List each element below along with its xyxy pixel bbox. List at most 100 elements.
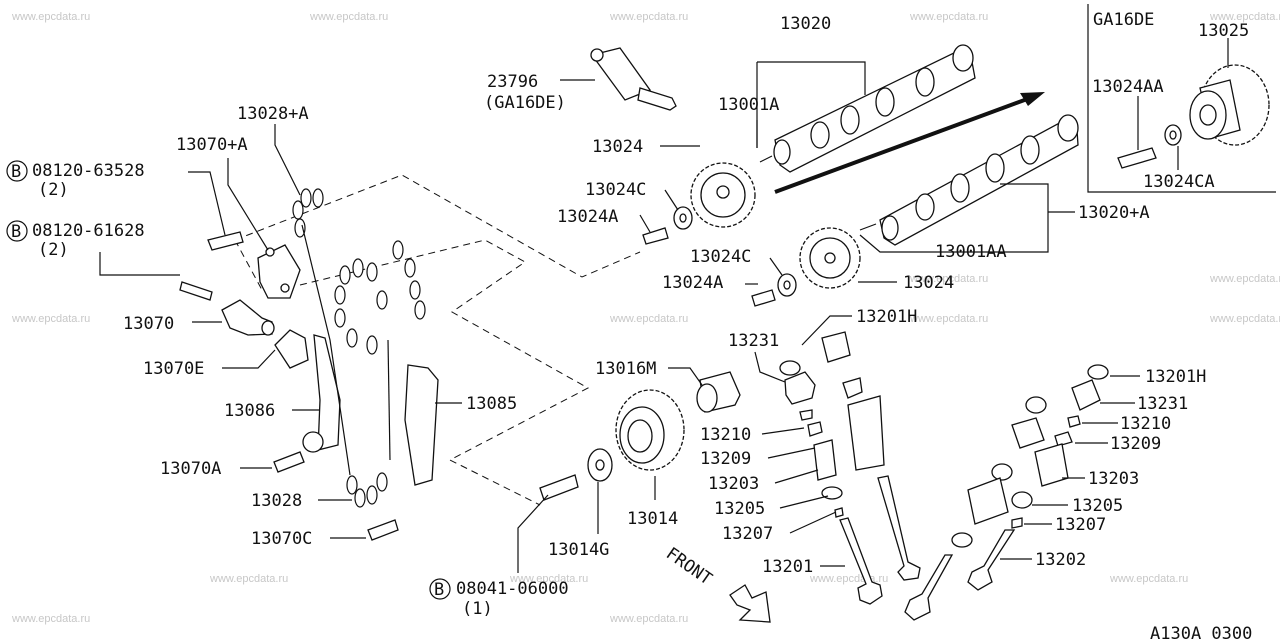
watermark: www.epcdata.ru xyxy=(309,11,388,23)
label-13207-right: 13207 xyxy=(1055,515,1106,535)
label-13014: 13014 xyxy=(627,509,678,529)
bolt-symbol-1-letter: B xyxy=(11,162,21,182)
inset-frame xyxy=(1087,4,1276,193)
label-13020a: 13020+A xyxy=(1078,203,1150,223)
label-13024c-top: 13024C xyxy=(585,180,646,200)
label-13070e: 13070E xyxy=(143,359,204,379)
cam-sprocket-lower xyxy=(799,227,861,289)
label-13207-left: 13207 xyxy=(722,524,773,544)
watermark: www.epcdata.ru xyxy=(909,11,988,23)
watermark: www.epcdata.ru xyxy=(209,573,288,585)
direction-arrowhead xyxy=(1020,92,1045,106)
watermark: www.epcdata.ru xyxy=(1209,11,1280,23)
intake-camshaft xyxy=(859,114,1079,246)
label-bolt-1-number: 08120-63528 xyxy=(32,161,145,181)
label-13209-right: 13209 xyxy=(1110,434,1161,454)
labels: 13020 23796 (GA16DE) 13001A 13028+A 1307… xyxy=(32,10,1252,640)
bolt-13070c xyxy=(367,519,399,541)
label-23796-note: (GA16DE) xyxy=(484,93,566,113)
front-arrow-icon xyxy=(729,584,771,623)
label-13024a-top: 13024A xyxy=(557,207,618,227)
label-13028: 13028 xyxy=(251,491,302,511)
watermark: www.epcdata.ru xyxy=(1209,273,1280,285)
label-13070a-plus: 13070+A xyxy=(176,135,248,155)
timing-chain xyxy=(292,188,426,508)
bolt-13024a-mid xyxy=(751,289,776,307)
chain-guide-13085 xyxy=(404,364,439,486)
inset-variable-timing-sprocket xyxy=(1189,64,1270,146)
bolt-symbol-1 xyxy=(6,160,28,182)
valve-train-right xyxy=(904,364,1109,621)
bolt-symbols: B B B xyxy=(6,160,451,600)
label-13024aa: 13024AA xyxy=(1092,77,1164,97)
watermark: www.epcdata.ru xyxy=(609,613,688,625)
front-indicator: FRONT xyxy=(662,544,771,623)
watermark: www.epcdata.ru xyxy=(11,313,90,325)
front-label: FRONT xyxy=(662,544,715,590)
label-13024-top: 13024 xyxy=(592,137,643,157)
bolt-08120-63528 xyxy=(207,231,244,251)
bolt-symbol-2 xyxy=(6,220,28,242)
footer-code: A130A 0300 xyxy=(1150,624,1252,640)
label-13024c-mid: 13024C xyxy=(690,247,751,267)
label-13205-right: 13205 xyxy=(1072,496,1123,516)
leader-lines xyxy=(99,38,1229,573)
tensioner-arm-13086 xyxy=(313,334,341,451)
label-13070c: 13070C xyxy=(251,529,312,549)
label-13024a-mid: 13024A xyxy=(662,273,723,293)
watermark: www.epcdata.ru xyxy=(11,11,90,23)
bolt-08120-61628 xyxy=(179,281,213,301)
label-13203-left: 13203 xyxy=(708,474,759,494)
label-13231-right: 13231 xyxy=(1137,394,1188,414)
label-13014g: 13014G xyxy=(548,540,609,560)
bolt-symbol-3 xyxy=(429,578,451,600)
watermark: www.epcdata.ru xyxy=(1209,313,1280,325)
watermark: www.epcdata.ru xyxy=(11,613,90,625)
inset-title: GA16DE xyxy=(1093,10,1154,30)
watermark: www.epcdata.ru xyxy=(609,11,688,23)
label-13070a: 13070A xyxy=(160,459,221,479)
label-bolt-3-number: 08041-06000 xyxy=(456,579,569,599)
cam-sprocket-upper xyxy=(690,162,756,228)
direction-arrow xyxy=(774,96,1031,194)
bolt-08041-06000 xyxy=(539,474,579,501)
label-13086: 13086 xyxy=(224,401,275,421)
label-23796: 23796 xyxy=(487,72,538,92)
tensioner-13070 xyxy=(221,299,275,336)
washer-13014g xyxy=(587,448,613,482)
watermark: www.epcdata.ru xyxy=(909,313,988,325)
bolt-13024a-top xyxy=(642,227,669,245)
label-13085: 13085 xyxy=(466,394,517,414)
bolt-symbol-3-letter: B xyxy=(434,580,444,600)
label-bolt-2-qty: (2) xyxy=(38,240,69,260)
oil-pump-drive-13016m xyxy=(696,371,741,413)
label-13025: 13025 xyxy=(1198,21,1249,41)
label-13205-left: 13205 xyxy=(714,499,765,519)
label-13201: 13201 xyxy=(762,557,813,577)
bolt-symbol-2-letter: B xyxy=(11,222,21,242)
valve-train-left xyxy=(779,331,921,605)
label-13231-left: 13231 xyxy=(728,331,779,351)
bolt-13070a xyxy=(273,451,305,473)
gasket-13070e xyxy=(274,329,309,369)
inset-washer-13024ca xyxy=(1164,124,1182,146)
washer-13024c-mid xyxy=(777,273,797,297)
watermark: www.epcdata.ru xyxy=(609,313,688,325)
watermark: www.epcdata.ru xyxy=(909,273,988,285)
label-13001aa: 13001AA xyxy=(935,242,1007,262)
watermarks: www.epcdata.ru www.epcdata.ru www.epcdat… xyxy=(11,11,1280,625)
label-13209-left: 13209 xyxy=(700,449,751,469)
label-13202: 13202 xyxy=(1035,550,1086,570)
watermark: www.epcdata.ru xyxy=(1109,573,1188,585)
label-bolt-2-number: 08120-61628 xyxy=(32,221,145,241)
label-13210-left: 13210 xyxy=(700,425,751,445)
label-13028a: 13028+A xyxy=(237,104,309,124)
inset-bolt-13024aa xyxy=(1117,147,1157,169)
label-13001a: 13001A xyxy=(718,95,779,115)
label-bolt-3-qty: (1) xyxy=(462,599,493,619)
watermark: www.epcdata.ru xyxy=(509,573,588,585)
washer-13024c-top xyxy=(673,206,693,230)
label-13201h-right: 13201H xyxy=(1145,367,1206,387)
tensioner-arm-pivot xyxy=(302,431,324,453)
label-13016m: 13016M xyxy=(595,359,656,379)
